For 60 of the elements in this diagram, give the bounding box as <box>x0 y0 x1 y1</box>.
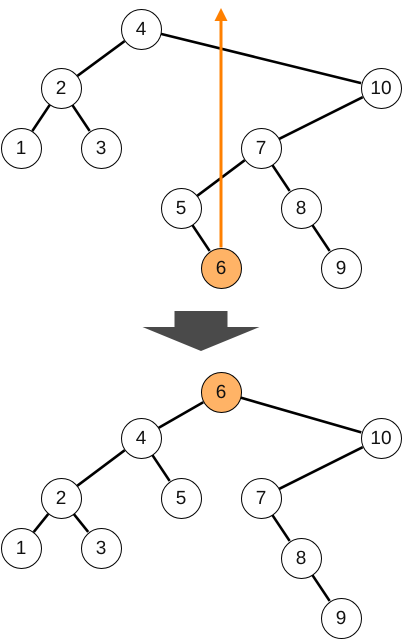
tree-node <box>0 528 42 568</box>
tree-edge <box>311 224 331 252</box>
tree-node <box>160 188 202 228</box>
tree-node <box>240 128 282 168</box>
node-value: 9 <box>336 258 346 278</box>
tree-edge <box>196 159 246 197</box>
node-value: 7 <box>256 488 266 508</box>
tree-node <box>360 68 402 108</box>
node-value: 3 <box>96 538 106 558</box>
node-value: 10 <box>370 428 392 448</box>
tree-edge <box>76 449 126 487</box>
tree-node <box>0 128 42 168</box>
tree-node <box>280 538 322 578</box>
tree-node <box>120 8 162 50</box>
tree-edge <box>72 513 90 533</box>
node-value: 9 <box>336 608 346 628</box>
node-value: 8 <box>296 198 306 218</box>
node-value: 7 <box>256 138 266 158</box>
tree-node <box>200 372 242 412</box>
tree-node <box>360 418 402 458</box>
tree-edge <box>31 104 51 132</box>
arrow <box>214 8 228 248</box>
node-value: 6 <box>216 258 226 278</box>
tree-node <box>40 68 82 108</box>
node-value: 2 <box>56 488 66 508</box>
tree-node <box>320 598 362 638</box>
tree-edge <box>271 164 291 192</box>
tree-edge <box>76 40 126 77</box>
node-value: 5 <box>176 488 186 508</box>
node-value: 8 <box>296 548 306 568</box>
node-value: 10 <box>370 78 392 98</box>
tree-edge <box>71 104 91 132</box>
tree-edge <box>240 396 362 434</box>
tree-node <box>160 478 202 518</box>
tree-edge <box>158 401 204 429</box>
node-value: 4 <box>136 20 146 38</box>
tree-edge <box>278 446 364 490</box>
tree-node <box>40 478 82 518</box>
tree-edge <box>311 574 331 602</box>
node-value: 4 <box>136 428 146 448</box>
tree-node <box>320 248 362 288</box>
node-value: 3 <box>96 138 106 158</box>
tree-node <box>80 128 122 168</box>
node-value: 2 <box>56 78 66 98</box>
tree-node <box>240 478 282 518</box>
block-arrow <box>142 311 260 351</box>
tree-edge <box>278 96 364 140</box>
node-value: 5 <box>176 198 186 218</box>
tree-edge <box>32 513 50 533</box>
tree-node <box>200 248 242 288</box>
node-value: 6 <box>216 382 226 402</box>
tree-node <box>280 188 322 228</box>
tree-edge <box>191 224 211 252</box>
tree-edge <box>271 514 291 542</box>
tree-node <box>120 418 162 458</box>
node-value: 1 <box>16 138 26 158</box>
tree-edge <box>160 32 362 84</box>
tree-edge <box>151 454 171 482</box>
node-value: 1 <box>16 538 26 558</box>
tree-node <box>80 528 122 568</box>
